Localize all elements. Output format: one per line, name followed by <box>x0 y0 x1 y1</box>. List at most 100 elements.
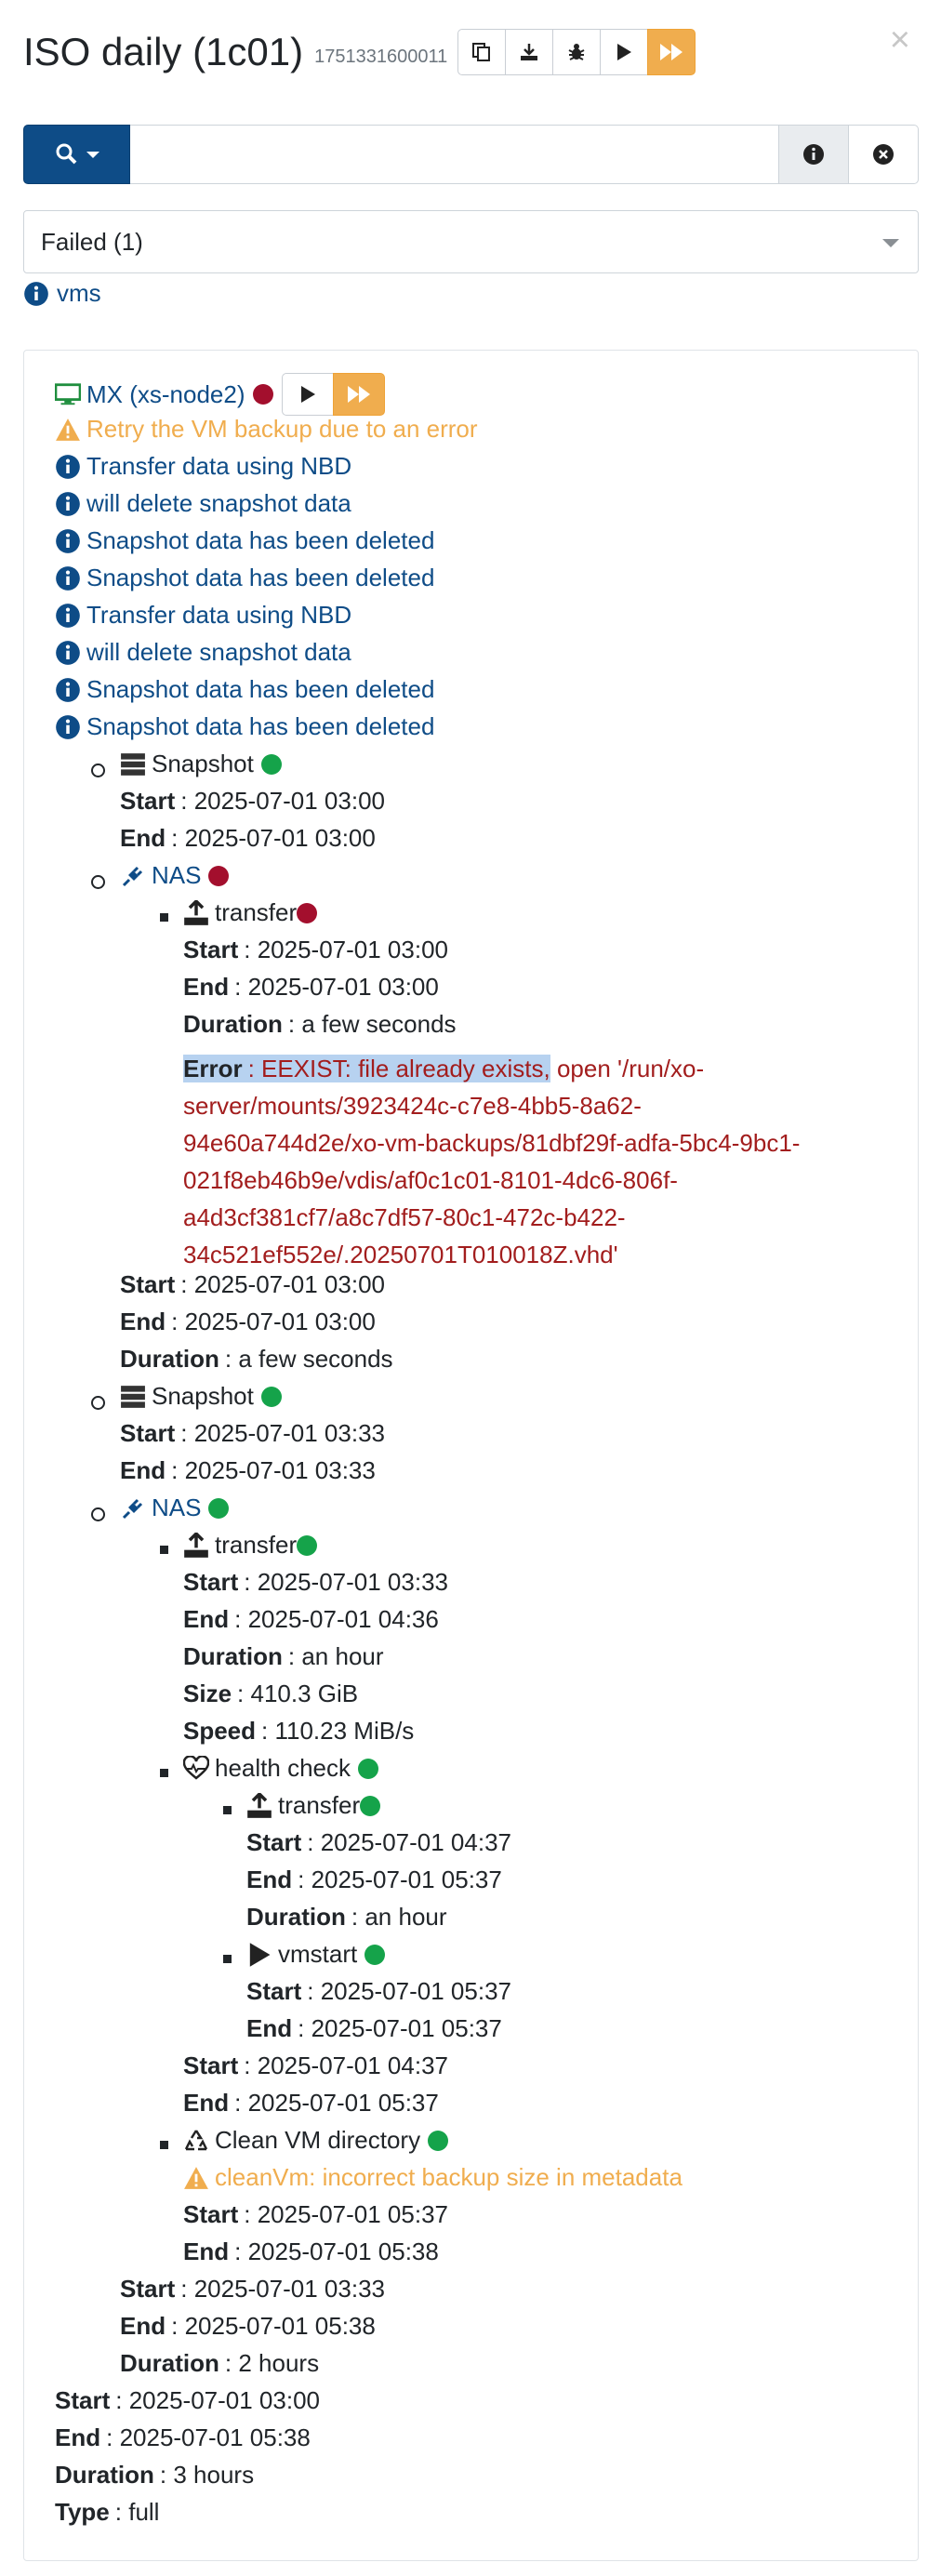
info-icon <box>56 677 80 702</box>
task-start: Start: 2025-07-01 03:33 <box>183 1568 448 1596</box>
list-bullet <box>223 1955 232 1963</box>
fast-forward-icon <box>660 44 683 60</box>
info-icon <box>803 144 824 165</box>
vms-link-label: vms <box>57 279 101 307</box>
task-clean-vm: Clean VM directory <box>183 2126 449 2155</box>
task-duration: Duration: a few seconds <box>183 1010 457 1038</box>
copy-button[interactable] <box>457 29 507 75</box>
desktop-icon <box>55 383 81 405</box>
message-info: will delete snapshot data <box>55 489 351 518</box>
task-start: Start: 2025-07-01 03:33 <box>120 2275 385 2303</box>
vm-duration: Duration: 3 hours <box>55 2461 255 2489</box>
task-snapshot: Snapshot <box>120 1382 282 1411</box>
clear-search-button[interactable] <box>849 125 919 184</box>
search-options-button[interactable] <box>23 125 130 184</box>
vm-link[interactable]: MX (xs-node2) <box>86 379 245 408</box>
server-icon <box>121 752 145 776</box>
message-info: will delete snapshot data <box>55 638 351 667</box>
message-info: Snapshot data has been deleted <box>55 526 434 555</box>
modal-header: ISO daily (1c01) 1751331600011 × <box>23 0 918 104</box>
task-transfer: transfer <box>183 898 318 927</box>
restart-all-button[interactable] <box>647 29 696 75</box>
download-icon <box>521 44 538 60</box>
list-bullet <box>91 875 105 889</box>
info-icon <box>56 565 80 591</box>
status-failed-icon <box>297 902 318 923</box>
task-transfer: transfer <box>246 1791 381 1820</box>
task-end: End: 2025-07-01 05:37 <box>183 2089 439 2117</box>
task-duration: Duration: a few seconds <box>120 1345 393 1373</box>
task-start: Start: 2025-07-01 04:37 <box>183 2052 448 2079</box>
heartbeat-icon <box>183 1755 209 1780</box>
download-button[interactable] <box>505 29 554 75</box>
info-icon <box>56 714 80 739</box>
status-filter-select[interactable]: Failed (1) <box>23 210 919 273</box>
status-filter-value: Failed (1) <box>41 227 143 256</box>
task-duration: Duration: 2 hours <box>120 2349 320 2377</box>
header-actions <box>457 29 696 75</box>
restart-failed-button[interactable] <box>600 29 649 75</box>
task-end: End: 2025-07-01 05:37 <box>246 1866 502 1893</box>
task-end: End: 2025-07-01 03:00 <box>120 824 376 852</box>
vm-end: End: 2025-07-01 05:38 <box>55 2423 311 2451</box>
bug-icon <box>568 44 585 60</box>
search-input[interactable] <box>130 125 779 184</box>
job-id: 1751331600011 <box>314 46 448 67</box>
list-bullet <box>160 913 168 922</box>
remote-link[interactable]: NAS <box>152 861 202 889</box>
task-start: Start: 2025-07-01 03:00 <box>120 1270 385 1298</box>
vms-link[interactable]: vms <box>23 279 101 308</box>
status-success-icon <box>357 1758 378 1779</box>
search-bar <box>23 125 919 184</box>
status-success-icon <box>360 1795 381 1816</box>
vm-row: MX (xs-node2) <box>55 373 385 416</box>
play-icon <box>617 44 632 60</box>
task-start: Start: 2025-07-01 05:37 <box>246 1977 511 2005</box>
clear-icon <box>873 144 894 165</box>
list-bullet <box>91 1396 105 1410</box>
task-transfer: transfer <box>183 1531 318 1560</box>
status-success-icon <box>260 753 282 775</box>
task-start: Start: 2025-07-01 03:33 <box>120 1419 385 1447</box>
upload-icon <box>184 1532 208 1558</box>
info-icon <box>56 528 80 553</box>
task-end: End: 2025-07-01 05:37 <box>246 2014 502 2042</box>
info-icon <box>24 281 48 306</box>
restart-vm-button[interactable] <box>281 373 334 416</box>
copy-icon <box>472 43 491 61</box>
status-failed-icon <box>252 384 273 405</box>
info-icon <box>56 491 80 516</box>
upload-icon <box>184 899 208 925</box>
status-failed-icon <box>208 865 230 886</box>
task-start: Start: 2025-07-01 03:00 <box>120 787 385 815</box>
list-bullet <box>91 764 105 777</box>
task-health-check: health check <box>183 1754 378 1783</box>
list-bullet <box>223 1806 232 1814</box>
error-message: Error: EEXIST: file already exists, open… <box>183 1055 801 1268</box>
task-end: End: 2025-07-01 03:33 <box>120 1456 376 1484</box>
report-bug-button[interactable] <box>552 29 602 75</box>
task-remote: NAS <box>120 861 230 890</box>
task-snapshot: Snapshot <box>120 750 282 778</box>
remote-link[interactable]: NAS <box>152 1494 202 1521</box>
close-icon[interactable]: × <box>889 20 910 60</box>
message-info: Snapshot data has been deleted <box>55 564 434 592</box>
vm-actions <box>281 373 385 416</box>
status-success-icon <box>364 1944 386 1965</box>
plug-icon <box>122 866 143 886</box>
task-vmstart: vmstart <box>246 1940 386 1969</box>
plug-icon <box>122 1498 143 1519</box>
log-panel: MX (xs-node2) Retry the VM backup due to… <box>23 350 919 2561</box>
message-info: Snapshot data has been deleted <box>55 675 434 704</box>
restart-vm-all-button[interactable] <box>332 373 385 416</box>
fast-forward-icon <box>347 386 370 403</box>
upload-icon <box>247 1792 272 1818</box>
list-bullet <box>160 1546 168 1554</box>
search-info-button[interactable] <box>779 125 849 184</box>
task-end: End: 2025-07-01 03:00 <box>120 1308 376 1335</box>
status-success-icon <box>260 1386 282 1407</box>
task-warning: cleanVm: incorrect backup size in metada… <box>183 2163 683 2192</box>
task-remote: NAS <box>120 1494 230 1522</box>
task-start: Start: 2025-07-01 05:37 <box>183 2200 448 2228</box>
play-icon <box>300 386 315 403</box>
